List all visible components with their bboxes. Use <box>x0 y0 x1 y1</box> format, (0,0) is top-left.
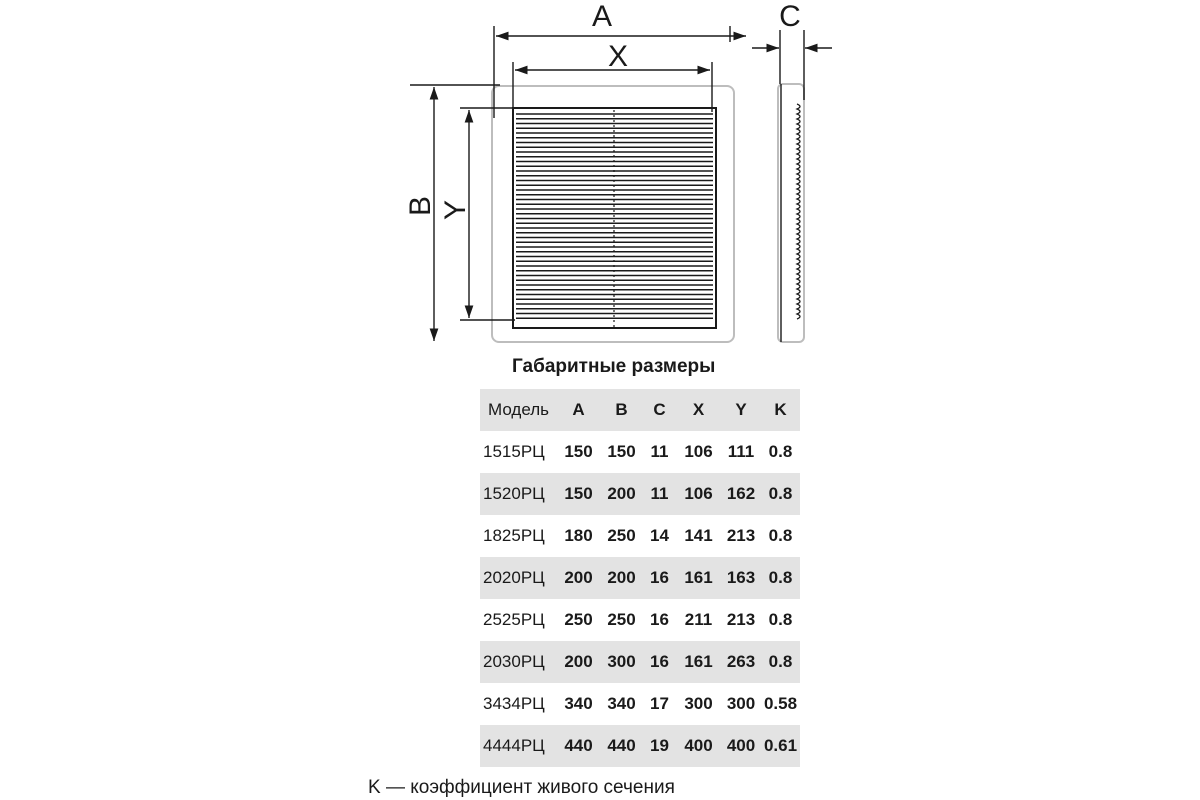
cell-y: 162 <box>726 484 756 503</box>
cell-c: 14 <box>650 526 669 545</box>
dim-a-label: A <box>592 0 612 33</box>
cell-model: 2030РЦ <box>483 652 545 671</box>
cell-a: 150 <box>564 442 593 461</box>
cell-y: 300 <box>726 694 756 713</box>
cell-x: 161 <box>684 568 713 587</box>
header-model: Модель <box>487 400 550 419</box>
table-header-row: Модель A B C X Y K <box>480 389 800 431</box>
cell-y: 213 <box>726 526 756 545</box>
table-row: 1515РЦ 150 150 11 106 111 0.8 <box>480 431 800 473</box>
cell-b: 250 <box>607 526 636 545</box>
cell-c: 17 <box>650 694 669 713</box>
cell-model: 1520РЦ <box>483 484 545 503</box>
cell-k: 0.8 <box>768 526 793 545</box>
grille-frame <box>491 85 735 343</box>
cell-model: 1515РЦ <box>483 442 545 461</box>
cell-c: 19 <box>650 736 669 755</box>
cell-model: 2020РЦ <box>483 568 545 587</box>
louver-field <box>512 107 717 329</box>
table-row: 3434РЦ 340 340 17 300 300 0.58 <box>480 683 800 725</box>
cell-model: 3434РЦ <box>483 694 545 713</box>
cell-a: 200 <box>564 652 593 671</box>
table-row: 2525РЦ 250 250 16 211 213 0.8 <box>480 599 800 641</box>
cell-b: 340 <box>607 694 636 713</box>
cell-a: 250 <box>564 610 593 629</box>
cell-model: 1825РЦ <box>483 526 545 545</box>
cell-y: 263 <box>726 652 756 671</box>
cell-c: 16 <box>650 652 669 671</box>
grille-drawing: A X B Y C <box>404 0 832 343</box>
cell-b: 200 <box>607 568 636 587</box>
side-view-slats <box>795 103 801 320</box>
cell-a: 150 <box>564 484 593 503</box>
cell-b: 150 <box>607 442 636 461</box>
cell-a: 440 <box>564 736 593 755</box>
cell-x: 400 <box>684 736 713 755</box>
cell-k: 0.58 <box>763 694 798 713</box>
cell-a: 180 <box>564 526 593 545</box>
cell-c: 16 <box>650 568 669 587</box>
cell-k: 0.8 <box>768 610 793 629</box>
dim-x-label: X <box>608 40 628 73</box>
cell-b: 440 <box>607 736 636 755</box>
cell-k: 0.61 <box>763 736 798 755</box>
cell-a: 340 <box>564 694 593 713</box>
cell-k: 0.8 <box>768 442 793 461</box>
footnote: K — коэффициент живого сечения <box>368 777 675 798</box>
table-row: 1825РЦ 180 250 14 141 213 0.8 <box>480 515 800 557</box>
dimensions-table: Модель A B C X Y K 1515РЦ 150 150 11 106… <box>480 389 800 767</box>
dim-c-label: C <box>779 0 801 33</box>
cell-y: 111 <box>727 442 755 461</box>
header-c: C <box>653 400 666 419</box>
table-row: 2030РЦ 200 300 16 161 263 0.8 <box>480 641 800 683</box>
cell-b: 300 <box>607 652 636 671</box>
cell-c: 16 <box>650 610 669 629</box>
header-y: Y <box>735 400 747 419</box>
cell-c: 11 <box>650 484 669 503</box>
cell-model: 2525РЦ <box>483 610 545 629</box>
header-a: A <box>572 400 585 419</box>
cell-k: 0.8 <box>768 568 793 587</box>
cell-c: 11 <box>650 442 669 461</box>
cell-x: 161 <box>684 652 713 671</box>
dim-y-label: Y <box>439 200 472 220</box>
cell-b: 200 <box>607 484 636 503</box>
cell-x: 106 <box>684 484 713 503</box>
header-x: X <box>692 400 705 419</box>
cell-model: 4444РЦ <box>483 736 545 755</box>
table-row: 2020РЦ 200 200 16 161 163 0.8 <box>480 557 800 599</box>
cell-x: 300 <box>684 694 713 713</box>
cell-y: 400 <box>726 736 756 755</box>
table-title: Габаритные размеры <box>512 356 716 377</box>
side-view-body <box>777 83 805 343</box>
table-row: 1520РЦ 150 200 11 106 162 0.8 <box>480 473 800 515</box>
cell-a: 200 <box>564 568 593 587</box>
table-row: 4444РЦ 440 440 19 400 400 0.61 <box>480 725 800 767</box>
cell-x: 106 <box>684 442 713 461</box>
cell-k: 0.8 <box>768 652 793 671</box>
dim-b-label: B <box>404 196 437 216</box>
cell-x: 141 <box>684 526 713 545</box>
cell-y: 163 <box>726 568 756 587</box>
cell-k: 0.8 <box>768 484 793 503</box>
cell-y: 213 <box>726 610 756 629</box>
header-k: K <box>774 400 787 419</box>
cell-x: 211 <box>684 610 713 629</box>
header-b: B <box>615 400 628 419</box>
cell-b: 250 <box>607 610 636 629</box>
